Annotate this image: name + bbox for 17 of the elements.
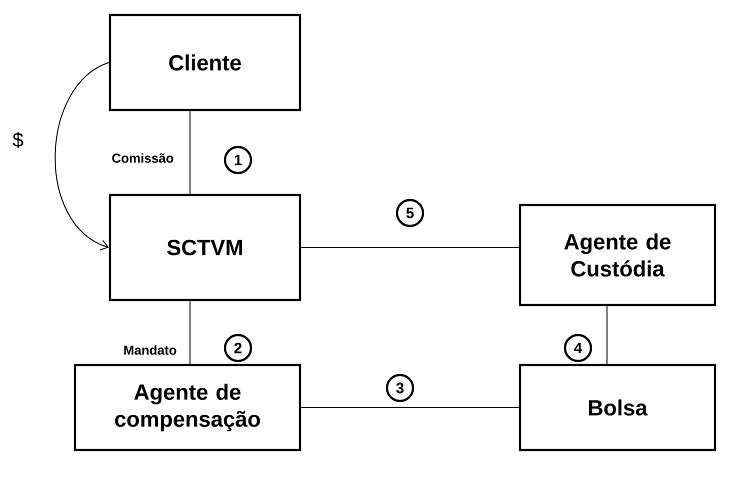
callout-number: 4 — [564, 334, 592, 362]
edge-label: Comissão — [110, 152, 175, 164]
callout-number: 1 — [224, 146, 252, 174]
process-box: Agente de Custódia — [518, 204, 716, 306]
process-box: Bolsa — [518, 364, 716, 452]
process-box: Cliente — [108, 14, 302, 112]
edge-label: $ — [11, 130, 25, 150]
process-box: SCTVM — [108, 194, 302, 302]
callout-number: 5 — [396, 198, 424, 228]
connector-line — [300, 407, 520, 408]
callout-number: 3 — [386, 374, 414, 402]
connector-line — [300, 247, 520, 248]
callout-number: 2 — [224, 334, 252, 362]
connector-line — [606, 306, 608, 364]
edge-label: Mandato — [122, 344, 178, 356]
connector-line — [54, 62, 110, 250]
process-box: Agente de compensação — [74, 364, 302, 452]
